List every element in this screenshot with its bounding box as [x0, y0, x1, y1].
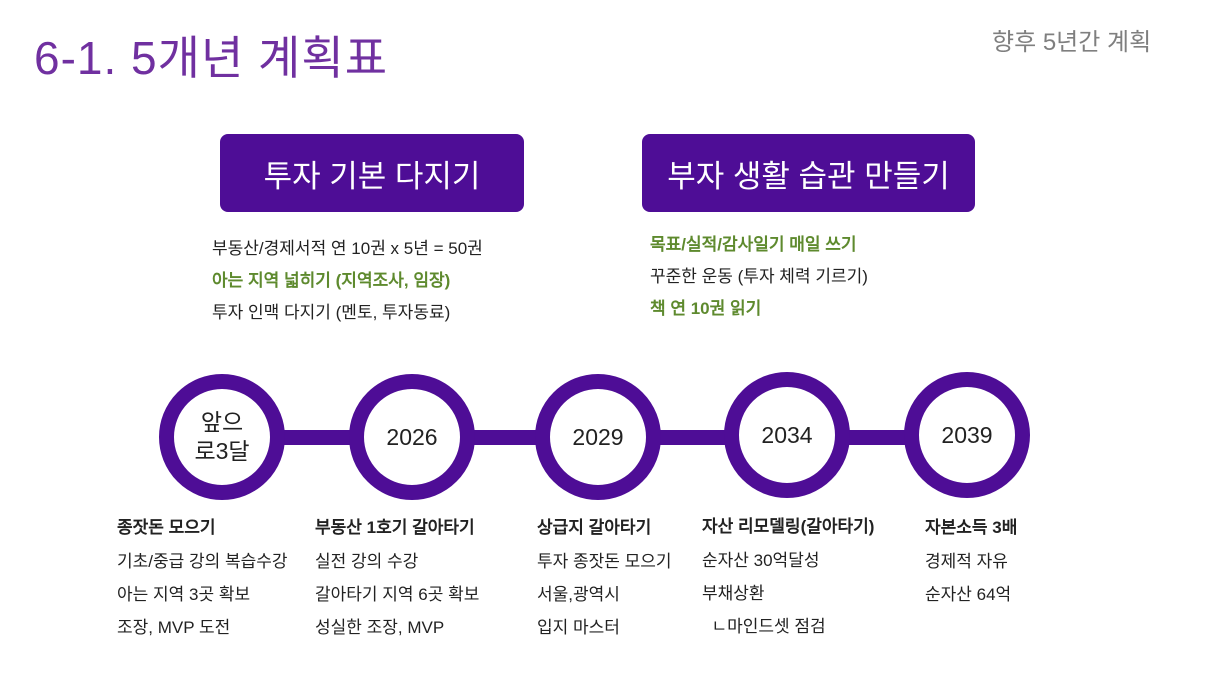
- list-item: 투자 인맥 다지기 (멘토, 투자동료): [212, 303, 451, 322]
- stage-heading: 자산 리모델링(갈아타기): [702, 517, 875, 536]
- stage-item: 서울,광역시: [537, 585, 620, 604]
- stage-item: 실전 강의 수강: [315, 552, 419, 571]
- stage-item: 아는 지역 3곳 확보: [117, 585, 251, 604]
- stage-item: 경제적 자유: [925, 552, 1008, 571]
- list-item: 목표/실적/감사일기 매일 쓰기: [650, 235, 857, 254]
- timeline-circle-3: 2034: [724, 372, 850, 498]
- stage-heading: 종잣돈 모으기: [117, 518, 216, 537]
- stage-item: ㄴ마인드셋 점검: [702, 617, 826, 636]
- page-subtitle: 향후 5년간 계획: [992, 29, 1152, 56]
- list-item: 꾸준한 운동 (투자 체력 기르기): [650, 267, 868, 286]
- timeline-circle-1: 2026: [349, 374, 475, 500]
- stage-item: 순자산 30억달성: [702, 551, 820, 570]
- list-item: 아는 지역 넓히기 (지역조사, 임장): [212, 271, 451, 290]
- timeline-year: 2026: [386, 423, 438, 450]
- stage-item: 부채상환: [702, 584, 765, 603]
- stage-item: 조장, MVP 도전: [117, 618, 231, 637]
- stage-item: 입지 마스터: [537, 618, 620, 637]
- stage-item: 기초/중급 강의 복습수강: [117, 552, 288, 571]
- timeline-circle-2: 2029: [535, 374, 661, 500]
- timeline-year: 2029: [572, 423, 624, 450]
- goal-box-rich-habits: 부자 생활 습관 만들기: [642, 134, 975, 212]
- stage-heading: 자본소득 3배: [925, 518, 1018, 537]
- timeline-year: 2039: [941, 421, 993, 448]
- timeline-year: 2034: [761, 421, 813, 448]
- stage-item: 성실한 조장, MVP: [315, 618, 445, 637]
- timeline-circle-4: 2039: [904, 372, 1030, 498]
- stage-item: 갈아타기 지역 6곳 확보: [315, 585, 480, 604]
- stage-heading: 상급지 갈아타기: [537, 518, 652, 537]
- stage-item: 순자산 64억: [925, 585, 1012, 604]
- stage-item: 투자 종잣돈 모으기: [537, 552, 672, 571]
- list-item: 부동산/경제서적 연 10권 x 5년 = 50권: [212, 239, 483, 258]
- page-title: 6-1. 5개년 계획표: [34, 32, 389, 84]
- stage-heading: 부동산 1호기 갈아타기: [315, 518, 475, 537]
- list-item: 책 연 10권 읽기: [650, 299, 762, 318]
- goal-box-invest-basics: 투자 기본 다지기: [220, 134, 524, 212]
